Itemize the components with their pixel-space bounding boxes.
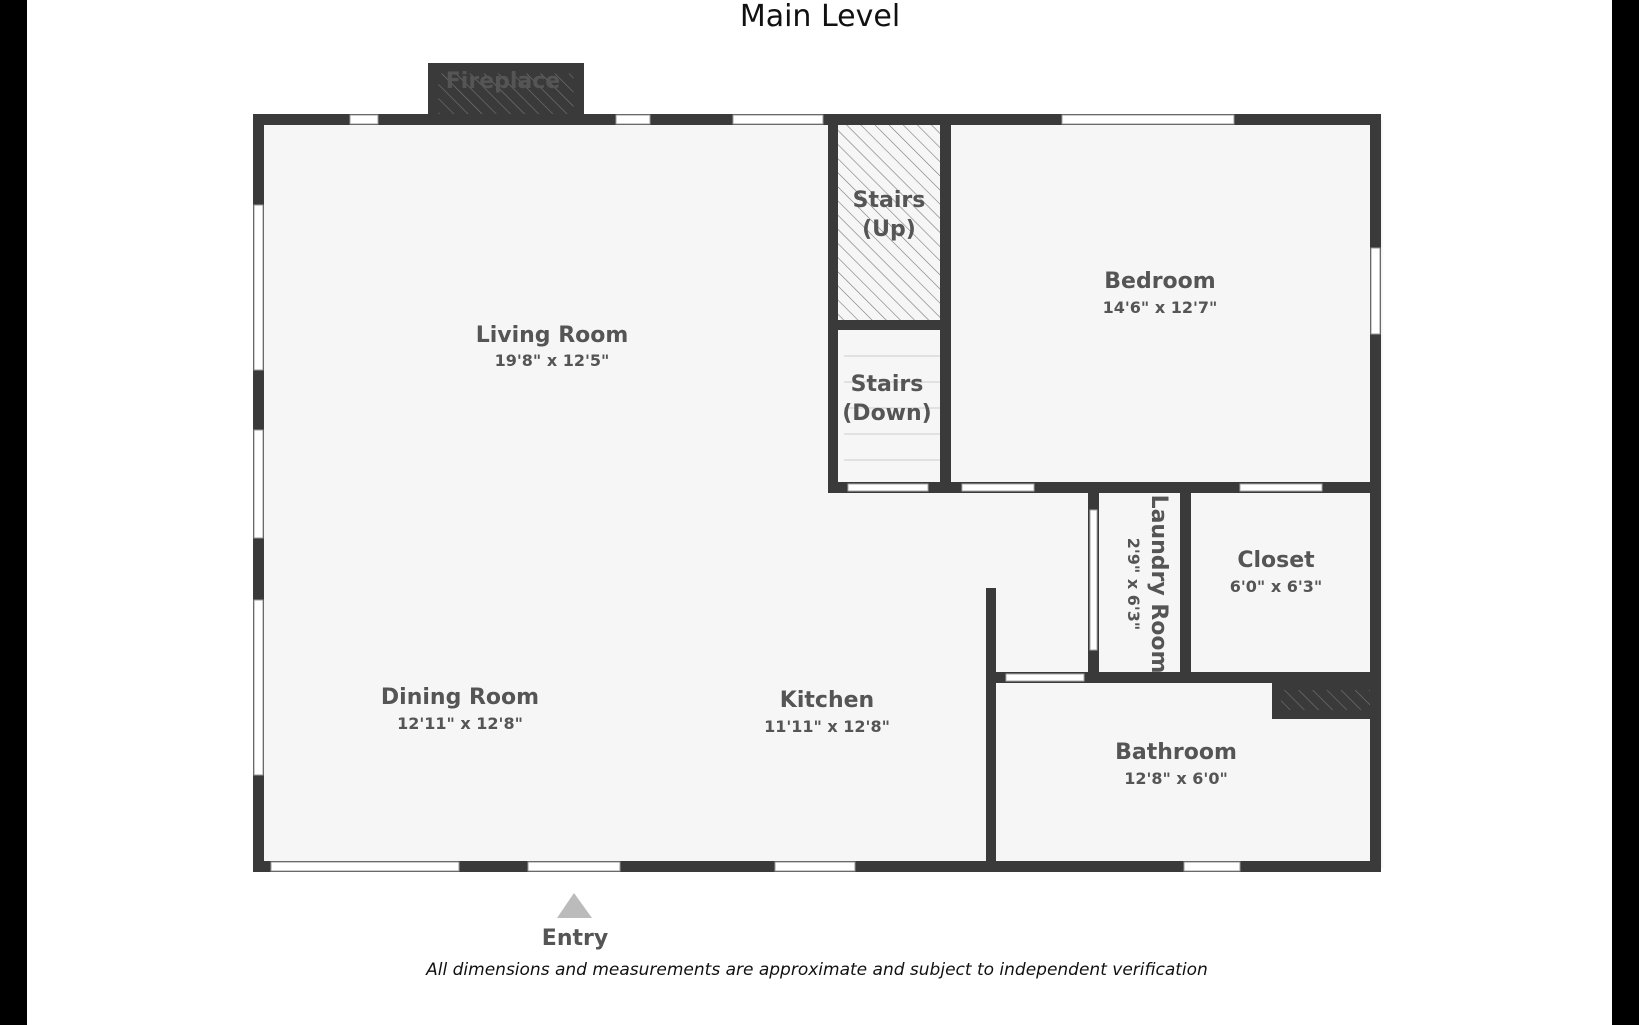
stairs-down-label-line1: Stairs <box>851 372 924 397</box>
stairs-up-label-line1: Stairs <box>853 188 926 213</box>
bathroom-name: Bathroom <box>1115 740 1237 765</box>
closet-name: Closet <box>1237 548 1315 573</box>
windows <box>253 114 1381 872</box>
stairs-up-label-line2: (Up) <box>862 217 916 242</box>
closet-dims: 6'0" x 6'3" <box>1230 577 1322 596</box>
stairs-down-label-line2: (Down) <box>842 401 931 426</box>
living-room-name: Living Room <box>476 323 629 348</box>
laundry-room-dims-group: 2'9" x 6'3" <box>1124 538 1143 630</box>
disclaimer-text: All dimensions and measurements are appr… <box>425 960 1208 980</box>
laundry-room-dims: 2'9" x 6'3" <box>1124 538 1143 630</box>
entry-label: Entry <box>542 926 608 951</box>
fireplace-label: Fireplace <box>446 69 560 94</box>
kitchen-name: Kitchen <box>780 688 874 713</box>
door-openings <box>847 483 1323 682</box>
bedroom-dims: 14'6" x 12'7" <box>1103 298 1218 317</box>
bathroom-fixture <box>1272 683 1378 719</box>
laundry-room-label: Laundry Room <box>1146 495 1171 674</box>
stairs-up-area <box>834 124 944 320</box>
dining-room-dims: 12'11" x 12'8" <box>397 714 523 733</box>
floor-area <box>258 120 1383 868</box>
bedroom-name: Bedroom <box>1104 269 1215 294</box>
bathroom-dims: 12'8" x 6'0" <box>1124 769 1228 788</box>
fireplace <box>428 63 584 119</box>
plan-title: Main Level <box>740 0 900 34</box>
stairs-down-treads <box>844 355 944 461</box>
kitchen-dims: 11'11" x 12'8" <box>764 717 890 736</box>
entry-arrow-icon <box>557 893 592 918</box>
dining-room-name: Dining Room <box>381 685 539 710</box>
living-room-dims: 19'8" x 12'5" <box>495 351 610 370</box>
laundry-room-name: Laundry Room <box>1146 495 1171 674</box>
